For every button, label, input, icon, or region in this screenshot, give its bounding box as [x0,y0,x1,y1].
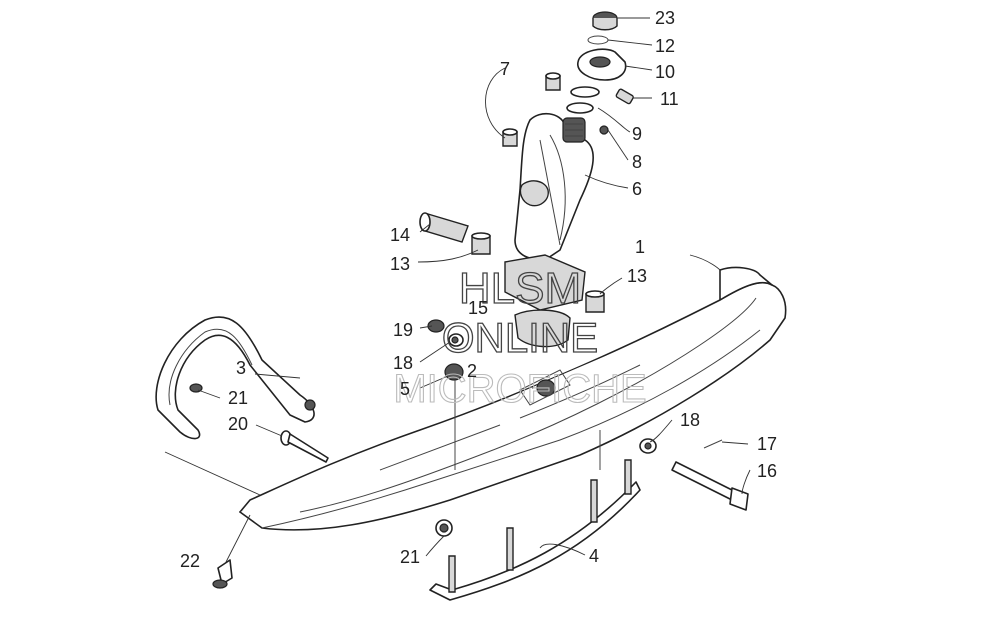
callout-20: 20 [228,414,248,434]
bolt-16-assembly [639,438,749,511]
callout-17: 17 [757,434,777,454]
bolt-20 [280,430,329,463]
callout-labels: 23 12 10 11 7 9 8 6 1 14 13 13 15 19 18 … [180,8,777,571]
callout-5: 5 [400,379,410,399]
callout-3: 3 [236,358,246,378]
wear-bar [429,459,641,601]
ski-saddle [504,254,586,348]
leader-lines [164,17,751,557]
bolt-tube-14 [419,212,605,313]
spindle [514,112,594,260]
callout-22: 22 [180,551,200,571]
callout-9: 9 [632,124,642,144]
watermark-line3: MICROFICHE [393,367,646,411]
screw-22 [212,514,251,589]
callout-1: 1 [635,237,645,257]
callout-14: 14 [390,225,410,245]
callout-21-lower: 21 [400,547,420,567]
nuts-washers [427,319,601,537]
spindle-top-hardware [566,11,634,135]
callout-18-lower: 18 [680,410,700,430]
bushings-7 [485,67,561,147]
callout-19: 19 [393,320,413,340]
callout-4: 4 [589,546,599,566]
callout-11: 11 [660,89,679,109]
callout-15: 15 [468,298,488,318]
callout-18-upper: 18 [393,353,413,373]
watermark-line1: HLSM [459,264,581,313]
callout-7: 7 [500,59,510,79]
callout-6: 6 [632,179,642,199]
callout-16: 16 [757,461,777,481]
callout-21-upper: 21 [228,388,248,408]
callout-23: 23 [655,8,675,28]
ski-body [239,266,787,531]
watermark: HLSM ONLINE MICROFICHE [393,263,647,411]
callout-10: 10 [655,62,675,82]
callout-2: 2 [467,361,477,381]
watermark-line2: ONLINE [442,314,598,361]
callout-13-left: 13 [390,254,410,274]
callout-12: 12 [655,36,675,56]
callout-8: 8 [632,152,642,172]
callout-13-right: 13 [627,266,647,286]
